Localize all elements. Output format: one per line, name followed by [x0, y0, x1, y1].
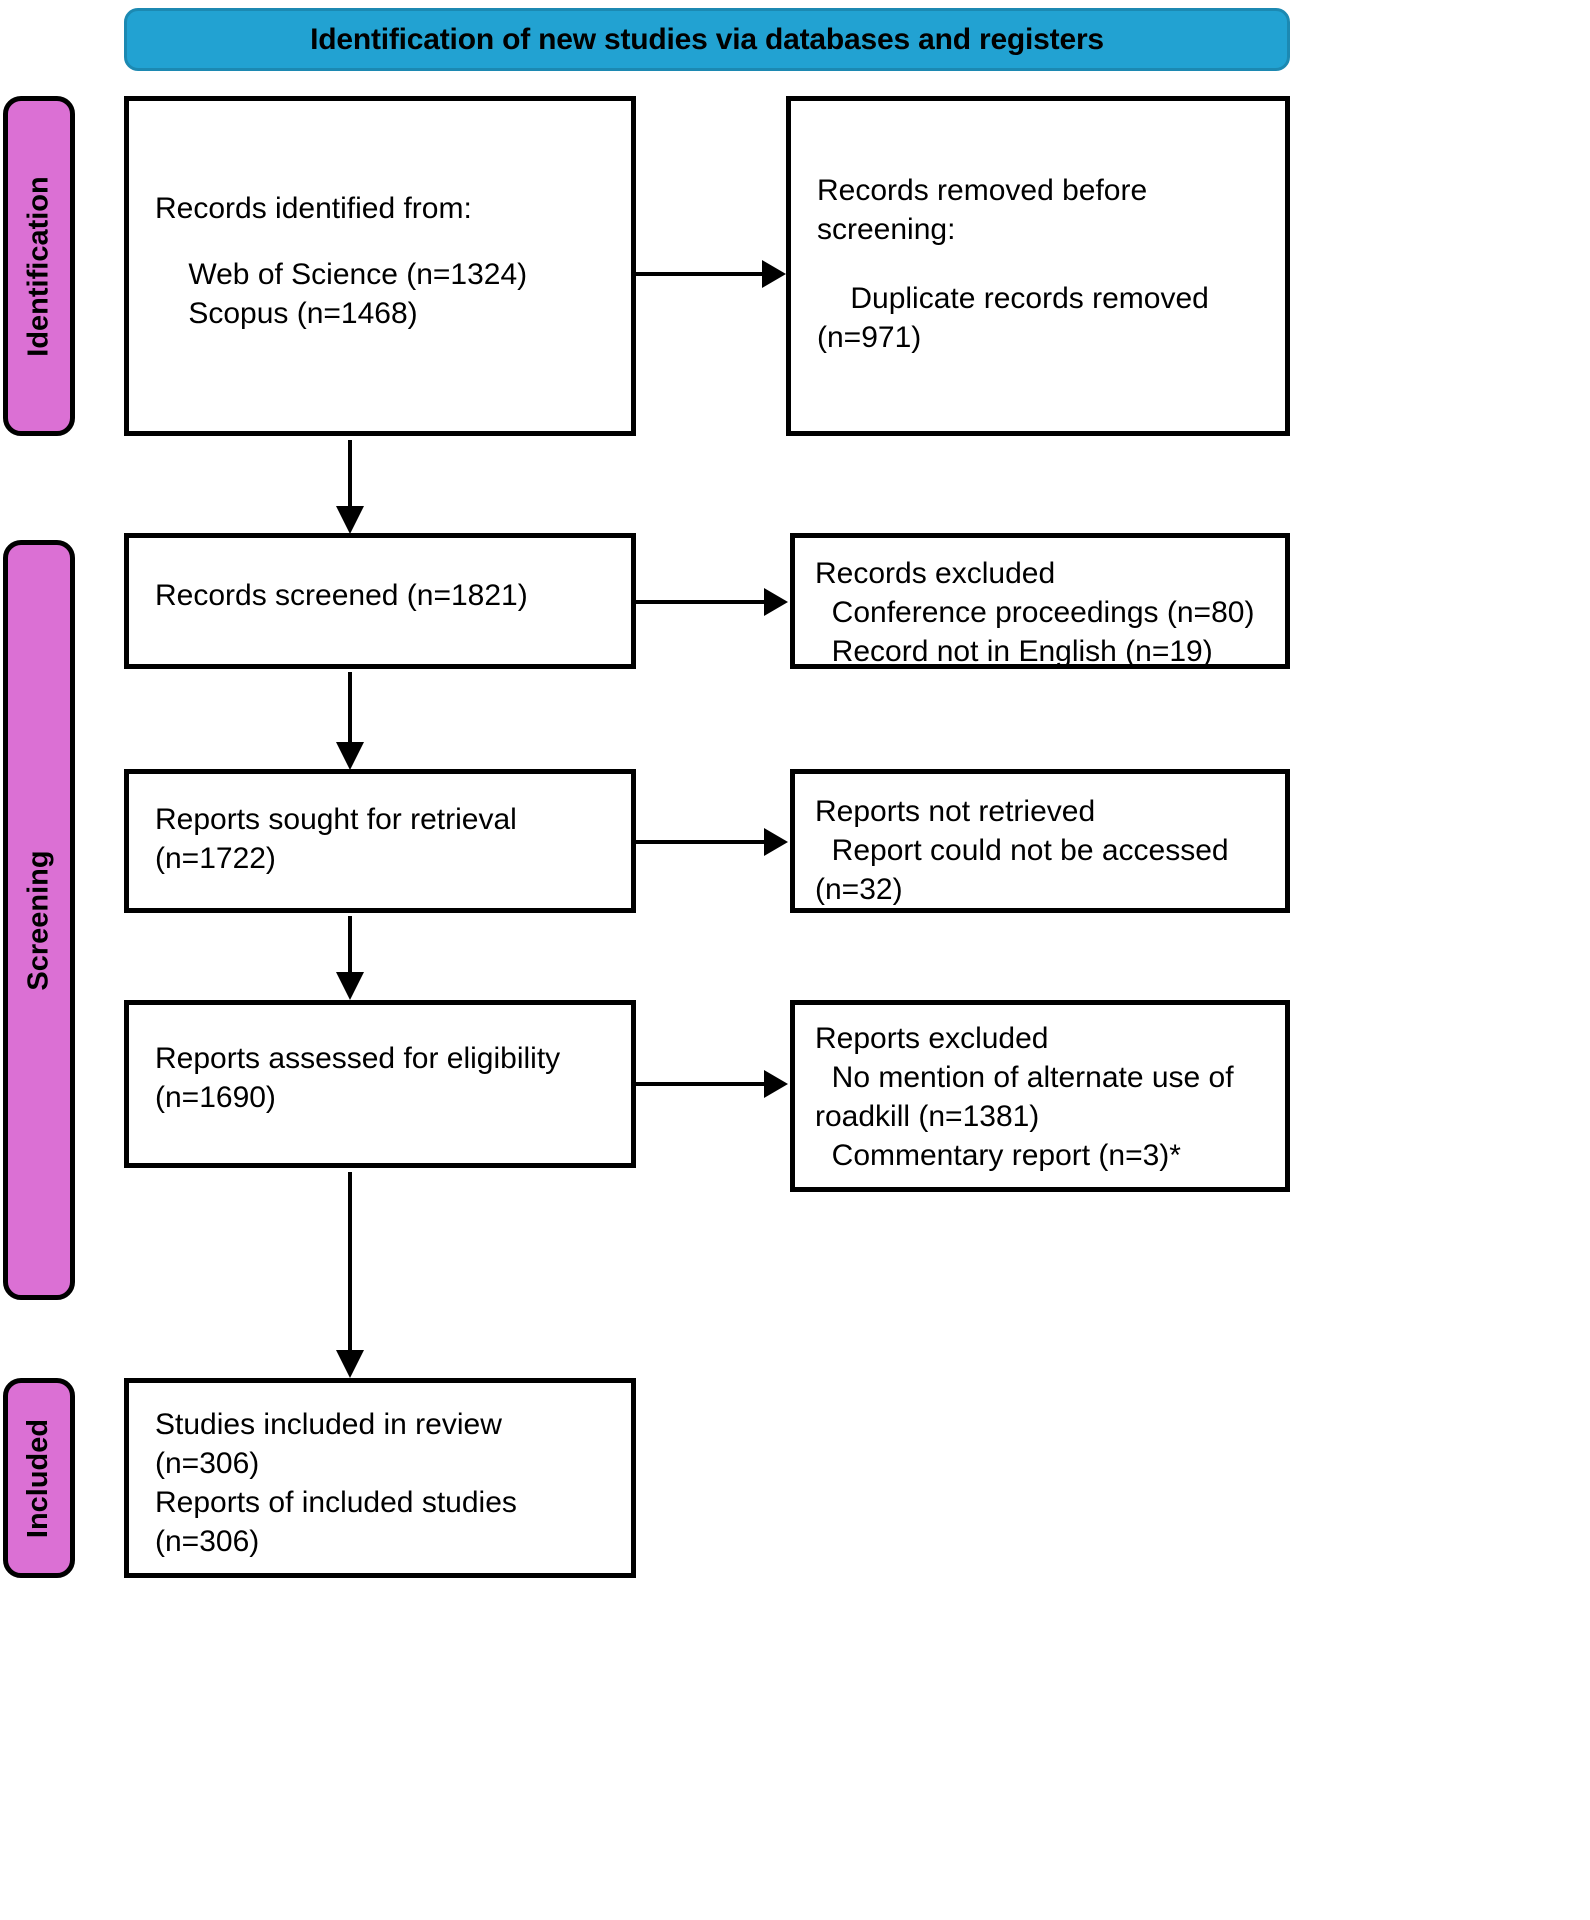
arrow-screened-to-sought [336, 672, 364, 770]
stage-identification-text: Identification [22, 175, 55, 357]
reports-not-retrieved-text: Reports not retrieved Report could not b… [815, 795, 1229, 906]
box-reports-not-retrieved: Reports not retrieved Report could not b… [790, 769, 1290, 913]
arrow-screened-to-excluded [636, 588, 788, 616]
stage-included-text: Included [22, 1418, 55, 1538]
reports-excluded-text: Reports excluded No mention of alternate… [815, 1022, 1234, 1172]
arrow-sought-to-not-retrieved [636, 828, 788, 856]
arrow-identified-to-removed [636, 260, 786, 288]
stage-label-screening: Screening [3, 540, 75, 1300]
records-removed-title: Records removed before screening: [817, 174, 1148, 246]
records-screened-text: Records screened (n=1821) [155, 579, 528, 612]
diagram-header-bar: Identification of new studies via databa… [124, 8, 1290, 71]
box-records-screened: Records screened (n=1821) [124, 533, 636, 669]
arrow-assessed-to-excluded [636, 1070, 788, 1098]
diagram-title: Identification of new studies via databa… [310, 22, 1104, 56]
records-identified-sources: Web of Science (n=1324) Scopus (n=1468) [188, 258, 528, 330]
stage-label-included: Included [3, 1378, 75, 1578]
records-identified-title: Records identified from: [155, 192, 472, 225]
stage-label-identification: Identification [3, 96, 75, 436]
records-excluded-text: Records excluded Conference proceedings … [815, 557, 1255, 668]
arrow-assessed-to-included [336, 1172, 364, 1378]
box-records-removed: Records removed before screening: Duplic… [786, 96, 1290, 436]
box-studies-included: Studies included in review (n=306) Repor… [124, 1378, 636, 1578]
reports-assessed-text: Reports assessed for eligibility (n=1690… [155, 1042, 561, 1114]
reports-sought-text: Reports sought for retrieval (n=1722) [155, 803, 517, 875]
box-reports-excluded: Reports excluded No mention of alternate… [790, 1000, 1290, 1192]
studies-included-text: Studies included in review (n=306) Repor… [155, 1408, 517, 1558]
arrow-identified-to-screened [336, 440, 364, 534]
box-reports-assessed: Reports assessed for eligibility (n=1690… [124, 1000, 636, 1168]
arrow-sought-to-assessed [336, 916, 364, 1000]
box-reports-sought: Reports sought for retrieval (n=1722) [124, 769, 636, 913]
records-removed-details: Duplicate records removed (n=971) [817, 282, 1209, 354]
box-records-excluded: Records excluded Conference proceedings … [790, 533, 1290, 669]
stage-screening-text: Screening [22, 849, 55, 991]
box-records-identified: Records identified from: Web of Science … [124, 96, 636, 436]
